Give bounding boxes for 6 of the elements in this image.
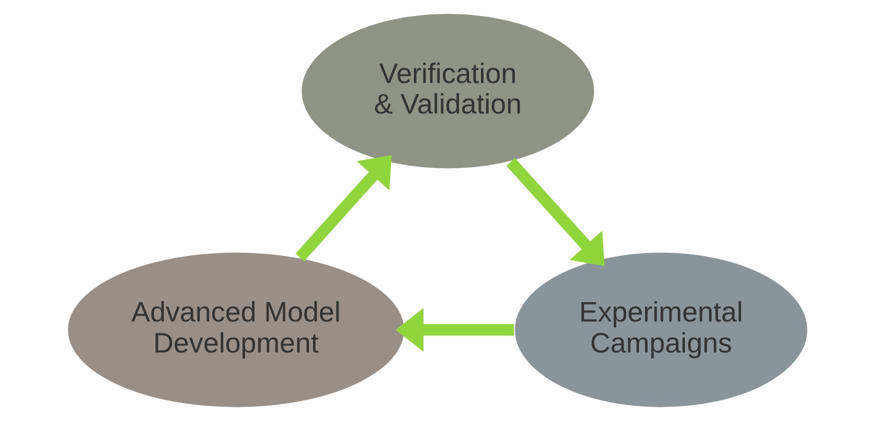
node-ellipse: Advanced Model Development <box>66 251 405 408</box>
arrow <box>295 155 392 262</box>
arrow <box>506 158 604 266</box>
arrow <box>395 308 514 352</box>
node-ellipse: Verification & Validation <box>300 12 595 170</box>
node-ellipse: Experimental Campaigns <box>513 251 808 408</box>
